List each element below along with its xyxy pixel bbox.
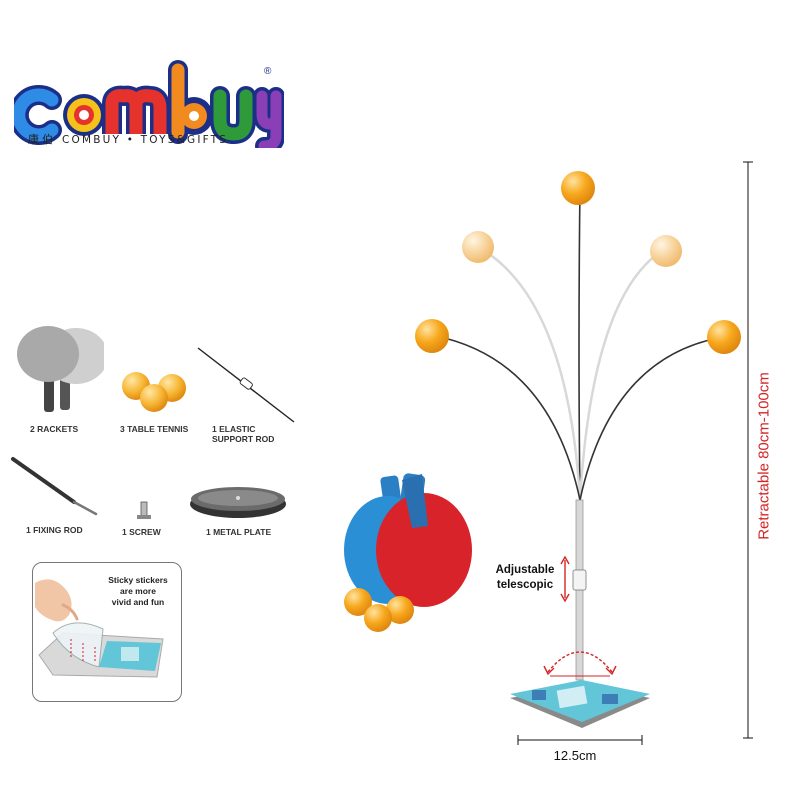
part-label-elastic-rod: 1 ELASTIC SUPPORT ROD: [212, 424, 274, 444]
logo-letter-o: [63, 94, 105, 136]
ball-faded-right: [650, 235, 682, 267]
racket-ball-2: [386, 596, 414, 624]
adjustable-telescopic-label: Adjustable telescopic: [486, 563, 564, 593]
adjustable-label-line1: Adjustable: [495, 564, 555, 576]
trainer-illustration: [344, 161, 753, 745]
logo-letter-b: [168, 60, 213, 144]
pole-clamp: [572, 569, 587, 591]
part-label-rackets: 2 RACKETS: [30, 424, 79, 434]
logo-letter-m: [102, 85, 170, 134]
height-dimension-line: [743, 161, 753, 739]
part-label-screw: 1 SCREW: [122, 527, 161, 537]
racket-ball-1: [344, 588, 372, 616]
logo-letter-y: [253, 87, 284, 148]
rackets-icon: [17, 326, 104, 412]
ball-top: [561, 171, 595, 205]
ball-left: [415, 319, 449, 353]
ball-faded-left: [462, 231, 494, 263]
elastic-rod-icon: [197, 347, 295, 423]
metal-plate-icon: [190, 487, 286, 518]
width-label: 12.5cm: [553, 748, 597, 763]
logo-tagline: 康伯 COMBUY • TOYS&GIFTS: [28, 131, 228, 147]
registered-mark: ®: [264, 66, 272, 77]
rotation-arc-icon: [543, 651, 617, 677]
width-dimension-line: [517, 735, 643, 745]
elastic-rods: [435, 185, 719, 502]
part-label-fixing-rod: 1 FIXING ROD: [26, 525, 83, 535]
sticker-text-line2: are more: [120, 586, 156, 596]
balls-icon: [122, 372, 186, 412]
sticker-illustration: [35, 579, 164, 678]
combuy-logo: [14, 60, 284, 148]
ball-right: [707, 320, 741, 354]
sticker-text-line1: Sticky stickers: [108, 575, 168, 585]
sticker-text-line3: vivid and fun: [111, 597, 165, 607]
sticker-panel: Sticky stickers are more vivid and fun: [32, 562, 182, 702]
racket-ball-3: [364, 604, 392, 632]
sticker-panel-text: Sticky stickers are more vivid and fun: [97, 575, 179, 608]
fixing-rod-icon: [11, 457, 98, 516]
rackets-product: [344, 473, 472, 607]
logo-letter-u: [210, 86, 256, 145]
logo-tagline-en: COMBUY • TOYS&GIFTS: [62, 134, 229, 146]
part-label-elastic-line2: SUPPORT ROD: [212, 434, 275, 444]
screw-icon: [137, 501, 151, 519]
adjustable-arrows-icon: [560, 555, 570, 603]
part-label-balls: 3 TABLE TENNIS: [120, 424, 189, 434]
part-label-metal-plate: 1 METAL PLATE: [206, 527, 272, 537]
adjustable-label-line2: telescopic: [496, 579, 554, 591]
logo-letter-c: [14, 85, 62, 145]
height-label: Retractable 80cm-100cm: [755, 372, 773, 540]
base-plate: [510, 680, 650, 728]
part-label-elastic-line1: 1 ELASTIC: [212, 424, 256, 434]
logo-tagline-cn: 康伯: [28, 133, 56, 146]
